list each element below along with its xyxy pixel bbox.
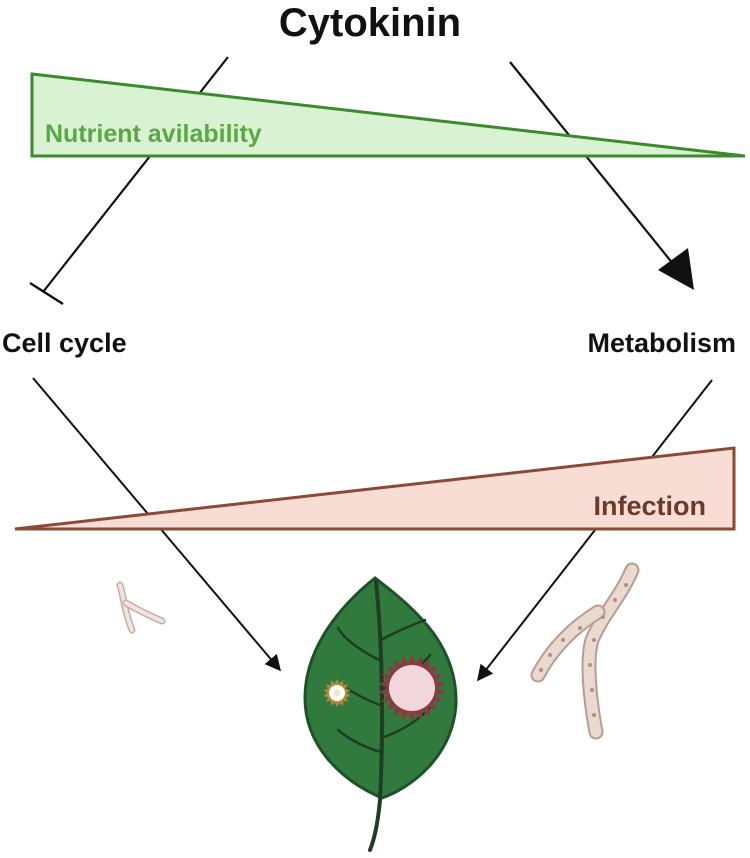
- activation-arrowhead-icon: [658, 248, 694, 290]
- cell-cycle-label: Cell cycle: [2, 328, 127, 358]
- activation-edge-cytokinin-metabolism: [509, 61, 694, 290]
- nutrient-wedge: [30, 72, 746, 158]
- small-hypha-icon: [116, 581, 166, 634]
- nutrient-gradient: Nutrient avilability: [30, 72, 746, 158]
- fungal-lesion-icon: [378, 654, 446, 722]
- leaf-stem: [368, 580, 385, 852]
- nutrient-label: Nutrient avilability: [45, 120, 262, 148]
- infection-label: Infection: [594, 491, 707, 521]
- spore-icon: [323, 679, 351, 707]
- leaf-icon: [303, 576, 458, 852]
- title-label: Cytokinin: [279, 1, 461, 45]
- hyphae-icon: [530, 562, 640, 740]
- infection-gradient: Infection: [14, 446, 736, 531]
- infection-wedge: [14, 446, 736, 531]
- metabolism-label: Metabolism: [587, 328, 736, 358]
